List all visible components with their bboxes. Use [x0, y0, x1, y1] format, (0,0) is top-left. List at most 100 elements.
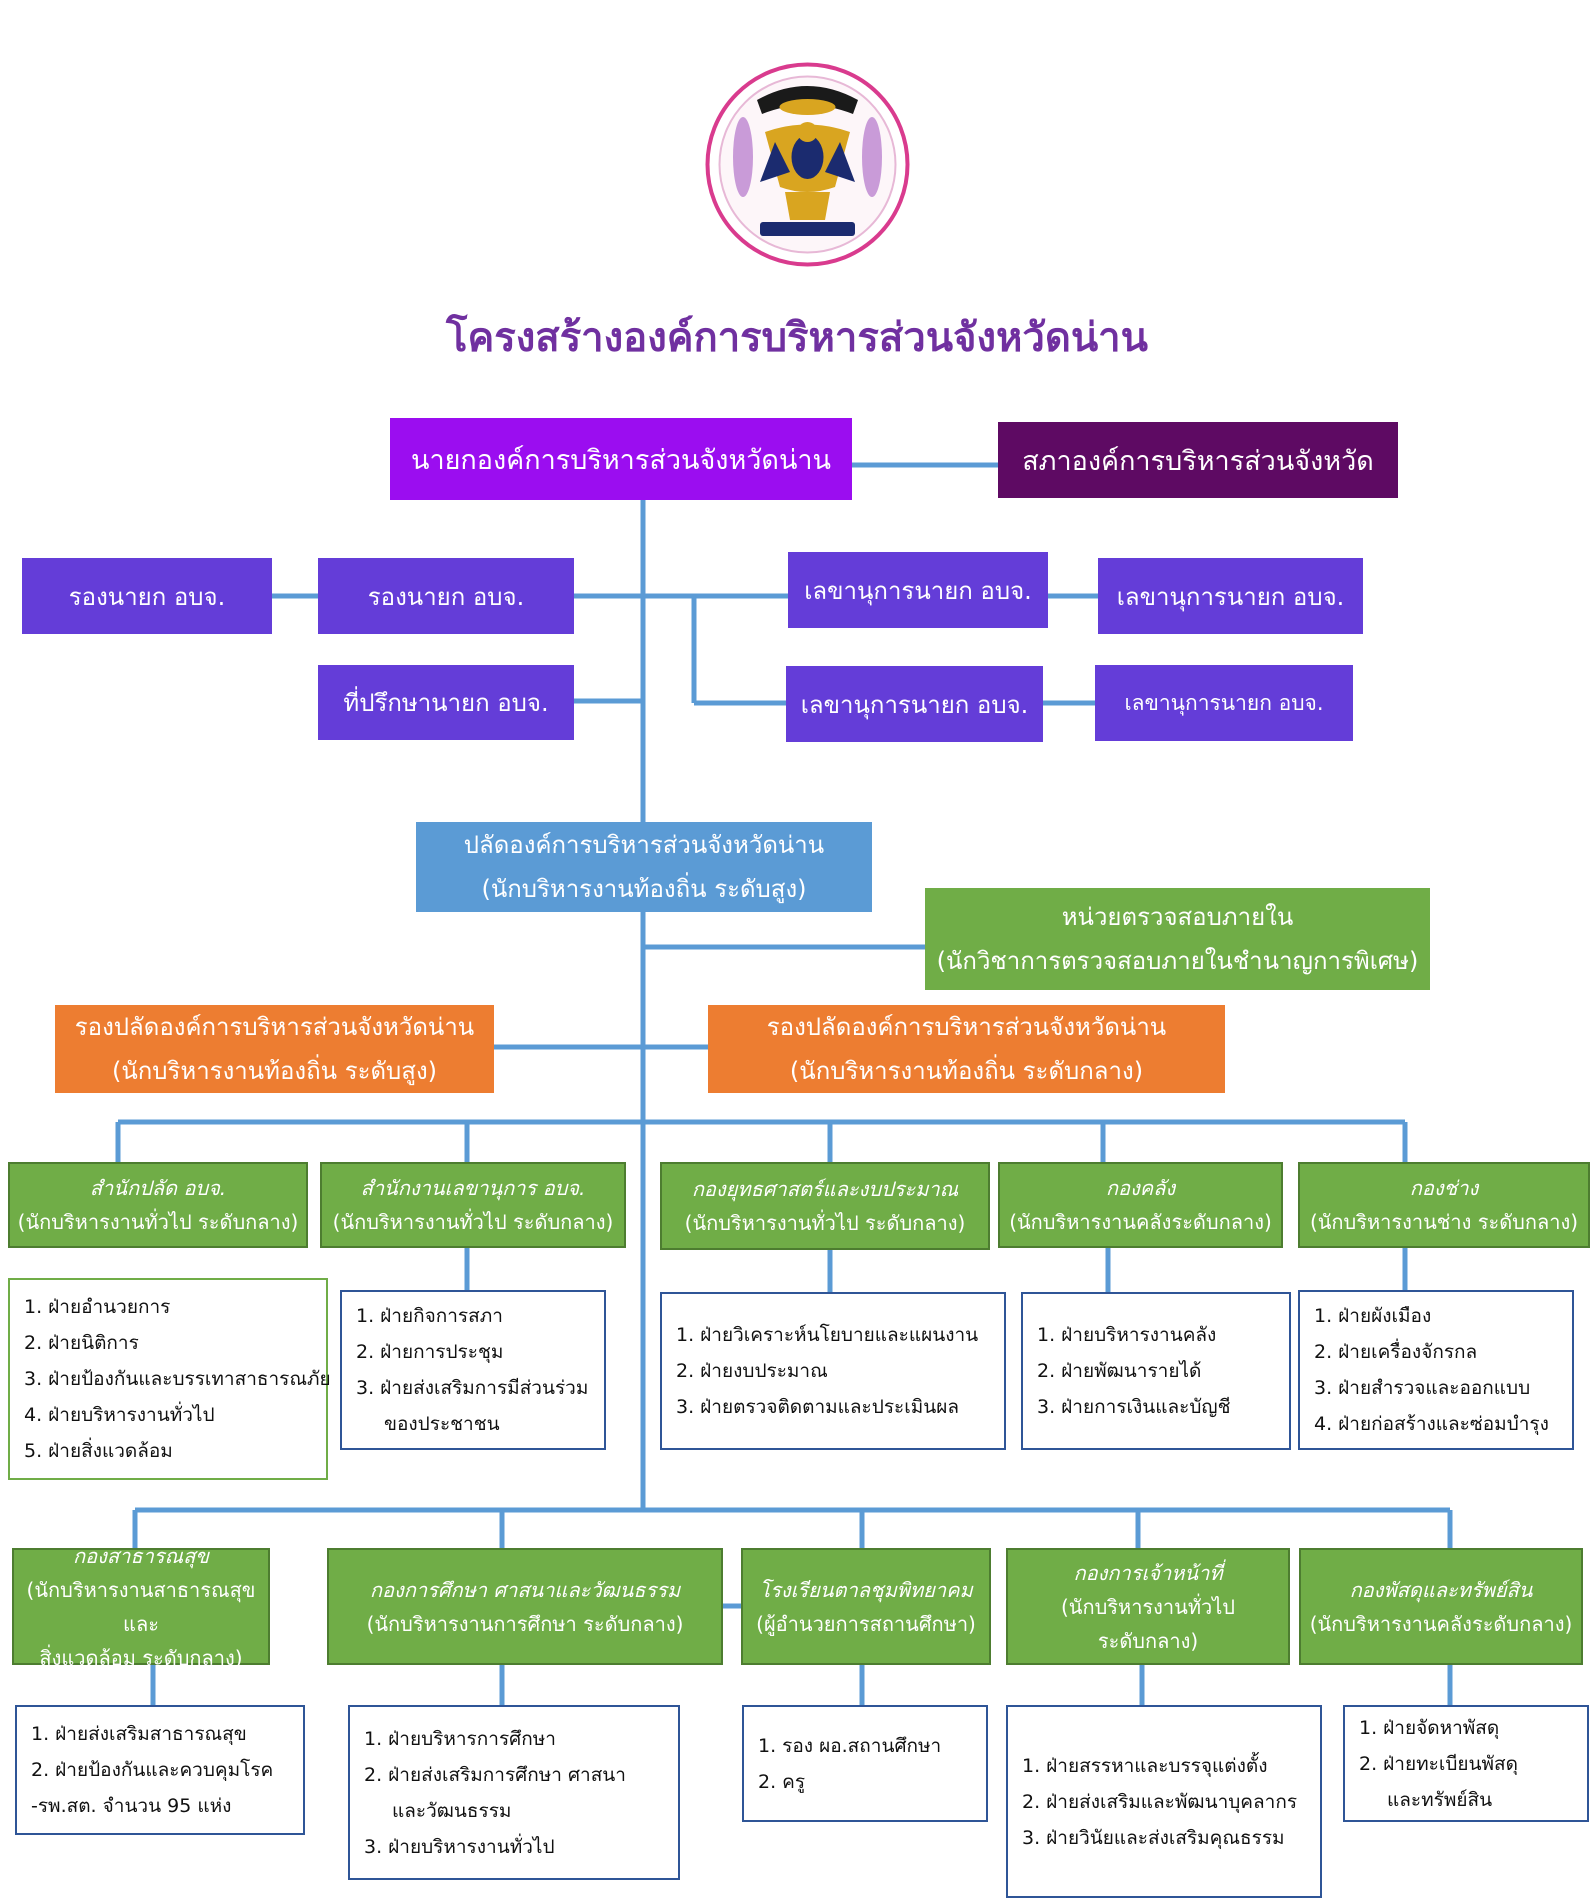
mayor-box: นายกองค์การบริหารส่วนจังหวัดน่าน — [390, 418, 852, 500]
dept-title: กองยุทธศาสตร์และงบประมาณ — [691, 1177, 959, 1201]
list-item: 2. ฝ่ายทะเบียนพัสดุ — [1359, 1752, 1518, 1775]
deputy-secretary-left-box: รองปลัดองค์การบริหารส่วนจังหวัดน่าน (นัก… — [55, 1005, 494, 1093]
dept-personnel: กองการเจ้าหน้าที่ (นักบริหารงานทั่วไป ระ… — [1006, 1548, 1290, 1665]
dept-office-of-permanent-secretary: สำนักปลัด อบจ. (นักบริหารงานทั่วไป ระดับ… — [8, 1162, 308, 1248]
dept-title: กองช่าง — [1409, 1176, 1479, 1200]
list-item: 1. ฝ่ายผังเมือง — [1314, 1305, 1432, 1327]
deputy-secretary-right-level: (นักบริหารงานท้องถิ่น ระดับกลาง) — [789, 1057, 1144, 1085]
list-item: 3. ฝ่ายส่งเสริมการมีส่วนร่วม — [356, 1377, 589, 1399]
list-item: 2. ฝ่ายพัฒนารายได้ — [1037, 1360, 1202, 1382]
list-item: 2. ฝ่ายนิติการ — [24, 1332, 139, 1354]
dept-level-line2: สิ่งแวดล้อม ระดับกลาง) — [39, 1645, 243, 1670]
deputy-mayor-left-box: รองนายก อบจ. — [22, 558, 272, 634]
list-item: 1. ฝ่ายสรรหาและบรรจุแต่งตั้ง — [1022, 1754, 1268, 1777]
dept-title: สำนักปลัด อบจ. — [89, 1176, 227, 1200]
list-item: 3. ฝ่ายการเงินและบัญชี — [1037, 1396, 1231, 1418]
mayor-title: นายกองค์การบริหารส่วนจังหวัดน่าน — [410, 444, 832, 476]
secretary-2-title: เลขานุการนายก อบจ. — [1116, 582, 1345, 611]
school-sections: 1. รอง ผอ.สถานศึกษา 2. ครู — [742, 1705, 988, 1822]
secretariat-office-sections: 1. ฝ่ายกิจการสภา 2. ฝ่ายการประชุม 3. ฝ่า… — [340, 1290, 606, 1450]
list-item: 2. ฝ่ายงบประมาณ — [676, 1360, 828, 1382]
secretary-1-box: เลขานุการนายก อบจ. — [788, 552, 1048, 628]
list-item: 1. ฝ่ายบริหารการศึกษา — [364, 1727, 556, 1750]
dept-title: กองพัสดุและทรัพย์สิน — [1349, 1577, 1533, 1602]
list-item: 2. ฝ่ายส่งเสริมการศึกษา ศาสนา — [364, 1763, 626, 1786]
permanent-secretary-level: (นักบริหารงานท้องถิ่น ระดับสูง) — [481, 875, 807, 903]
dept-title: กองการศึกษา ศาสนาและวัฒนธรรม — [369, 1577, 681, 1602]
list-item: 4. ฝ่ายก่อสร้างและซ่อมบำรุง — [1314, 1413, 1549, 1435]
list-item: 1. ฝ่ายส่งเสริมสาธารณสุข — [31, 1723, 247, 1745]
dept-level: (นักบริหารงานทั่วไป ระดับกลาง) — [17, 1210, 299, 1234]
dept-title: สำนักงานเลขานุการ อบจ. — [360, 1176, 586, 1200]
dept-level: (นักบริหารงานคลังระดับกลาง) — [1009, 1210, 1272, 1234]
council-box: สภาองค์การบริหารส่วนจังหวัด — [998, 422, 1398, 498]
education-sections: 1. ฝ่ายบริหารการศึกษา 2. ฝ่ายส่งเสริมการ… — [348, 1705, 680, 1880]
nan-pao-seal-logo — [705, 62, 910, 267]
secretary-4-box: เลขานุการนายก อบจ. — [1095, 665, 1353, 741]
list-item: 1. ฝ่ายกิจการสภา — [356, 1305, 503, 1327]
permanent-secretary-box: ปลัดองค์การบริหารส่วนจังหวัดน่าน (นักบริ… — [416, 822, 872, 912]
dept-level: (นักบริหารงานทั่วไป ระดับกลาง) — [332, 1210, 614, 1234]
dept-level: (นักบริหารงานคลังระดับกลาง) — [1309, 1611, 1573, 1636]
deputy-mayor-right-box: รองนายก อบจ. — [318, 558, 574, 634]
list-item: ของประชาชน — [384, 1413, 500, 1435]
dept-strategy-budget: กองยุทธศาสตร์และงบประมาณ (นักบริหารงานทั… — [660, 1162, 990, 1250]
secretary-2-box: เลขานุการนายก อบจ. — [1098, 558, 1363, 634]
deputy-mayor-right-title: รองนายก อบจ. — [367, 582, 525, 611]
dept-level: (นักบริหารงานทั่วไป ระดับกลาง) — [684, 1211, 966, 1235]
dept-title: กองคลัง — [1105, 1176, 1176, 1200]
list-item: และวัฒนธรรม — [392, 1799, 512, 1822]
list-item: 2. ฝ่ายการประชุม — [356, 1341, 504, 1363]
list-item: 5. ฝ่ายสิ่งแวดล้อม — [24, 1440, 173, 1462]
dept-title: กองสาธารณสุข — [73, 1543, 209, 1568]
dept-secretariat-office: สำนักงานเลขานุการ อบจ. (นักบริหารงานทั่ว… — [320, 1162, 626, 1248]
list-item: 3. ฝ่ายบริหารงานทั่วไป — [364, 1835, 555, 1858]
list-item: 3. ฝ่ายสำรวจและออกแบบ — [1314, 1377, 1531, 1399]
advisor-box: ที่ปรึกษานายก อบจ. — [318, 665, 574, 740]
dept-level: (ผู้อำนวยการสถานศึกษา) — [756, 1611, 976, 1636]
dept-level: (นักบริหารงานทั่วไป — [1060, 1594, 1235, 1619]
dept-public-health: กองสาธารณสุข (นักบริหารงานสาธารณสุขและ ส… — [12, 1544, 270, 1670]
deputy-mayor-left-title: รองนายก อบจ. — [68, 582, 226, 611]
dept-supplies-assets: กองพัสดุและทรัพย์สิน (นักบริหารงานคลังระ… — [1299, 1548, 1583, 1665]
permanent-secretary-title: ปลัดองค์การบริหารส่วนจังหวัดน่าน — [463, 831, 825, 859]
list-item: 1. รอง ผอ.สถานศึกษา — [758, 1734, 942, 1757]
list-item: 1. ฝ่ายอำนวยการ — [24, 1296, 171, 1318]
audit-unit-level: (นักวิชาการตรวจสอบภายในชำนาญการพิเศษ) — [936, 947, 1419, 975]
secretary-3-box: เลขานุการนายก อบจ. — [786, 666, 1043, 742]
personnel-sections: 1. ฝ่ายสรรหาและบรรจุแต่งตั้ง 2. ฝ่ายส่งเ… — [1006, 1705, 1322, 1898]
council-title: สภาองค์การบริหารส่วนจังหวัด — [1022, 445, 1374, 477]
list-item: 1. ฝ่ายจัดหาพัสดุ — [1359, 1716, 1500, 1739]
list-item: 1. ฝ่ายวิเคราะห์นโยบายและแผนงาน — [676, 1324, 979, 1346]
list-item: 3. ฝ่ายป้องกันและบรรเทาสาธารณภัย — [24, 1368, 331, 1390]
deputy-secretary-right-title: รองปลัดองค์การบริหารส่วนจังหวัดน่าน — [766, 1013, 1167, 1041]
page-title: โครงสร้างองค์การบริหารส่วนจังหวัดน่าน — [446, 315, 1148, 361]
dept-level-line2: ระดับกลาง) — [1097, 1628, 1199, 1653]
dept-title: โรงเรียนตาลชุมพิทยาคม — [759, 1577, 973, 1602]
list-item: 3. ฝ่ายวินัยและส่งเสริมคุณธรรม — [1022, 1826, 1285, 1849]
dept-tanchum-school: โรงเรียนตาลชุมพิทยาคม (ผู้อำนวยการสถานศึ… — [741, 1548, 991, 1665]
list-item: 1. ฝ่ายบริหารงานคลัง — [1037, 1324, 1217, 1346]
dept-title: กองการเจ้าหน้าที่ — [1073, 1560, 1223, 1585]
list-item: และทรัพย์สิน — [1387, 1788, 1493, 1811]
deputy-secretary-left-title: รองปลัดองค์การบริหารส่วนจังหวัดน่าน — [74, 1013, 475, 1041]
deputy-secretary-right-box: รองปลัดองค์การบริหารส่วนจังหวัดน่าน (นัก… — [708, 1005, 1225, 1093]
audit-unit-title: หน่วยตรวจสอบภายใน — [1061, 903, 1294, 931]
audit-unit-box: หน่วยตรวจสอบภายใน (นักวิชาการตรวจสอบภายใ… — [925, 888, 1430, 990]
dept-level: (นักบริหารงานช่าง ระดับกลาง) — [1309, 1210, 1579, 1234]
dept-level: (นักบริหารงานสาธารณสุขและ — [26, 1577, 256, 1636]
list-item: 2. ฝ่ายป้องกันและควบคุมโรค — [31, 1759, 274, 1781]
secretary-3-title: เลขานุการนายก อบจ. — [800, 690, 1029, 719]
list-item: 2. ฝ่ายส่งเสริมและพัฒนาบุคลากร — [1022, 1790, 1298, 1813]
advisor-title: ที่ปรึกษานายก อบจ. — [343, 689, 549, 717]
deputy-secretary-left-level: (นักบริหารงานท้องถิ่น ระดับสูง) — [111, 1057, 438, 1085]
dept-engineering: กองช่าง (นักบริหารงานช่าง ระดับกลาง) — [1298, 1162, 1590, 1248]
list-item: -รพ.สต. จำนวน 95 แห่ง — [31, 1795, 232, 1817]
secretary-1-title: เลขานุการนายก อบจ. — [804, 576, 1032, 605]
list-item: 2. ฝ่ายเครื่องจักรกล — [1314, 1341, 1478, 1363]
list-item: 3. ฝ่ายตรวจติดตามและประเมินผล — [676, 1396, 960, 1418]
dept-level: (นักบริหารงานการศึกษา ระดับกลาง) — [366, 1611, 684, 1636]
list-item: 2. ครู — [758, 1770, 806, 1793]
supplies-assets-sections: 1. ฝ่ายจัดหาพัสดุ 2. ฝ่ายทะเบียนพัสดุ แล… — [1343, 1705, 1589, 1822]
